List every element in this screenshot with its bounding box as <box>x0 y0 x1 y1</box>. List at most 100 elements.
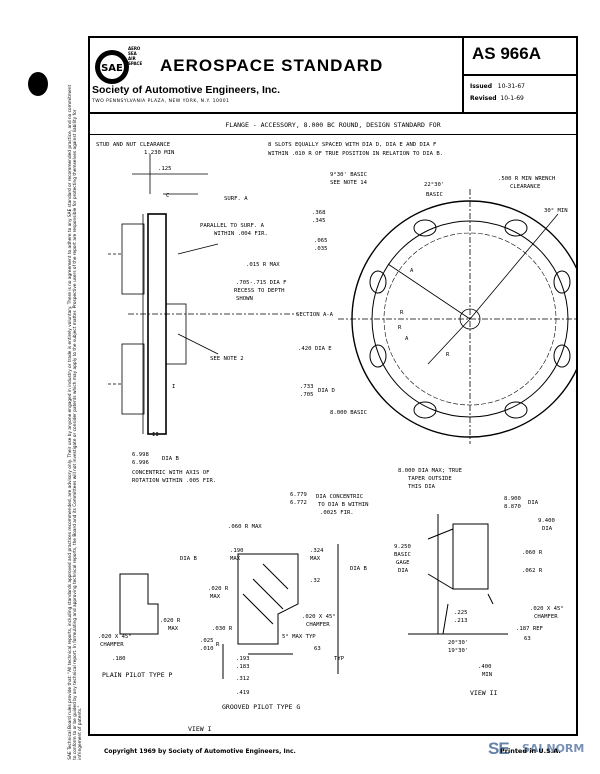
dim-label: .345 <box>312 218 326 224</box>
dim-label: 8.870 <box>504 504 521 510</box>
dim-label: CHAMFER <box>534 614 558 620</box>
revised-date: 10-1-69 <box>500 95 524 102</box>
printed-in-usa: Printed in U.S.A. <box>500 747 561 755</box>
dim-label: 9°30' BASIC <box>330 172 368 178</box>
dim-label: BASIC <box>426 192 443 198</box>
dim-label: 19°30' <box>448 648 469 654</box>
side-view <box>108 154 298 435</box>
dim-label: .035 <box>314 246 328 252</box>
dim-label: .010 <box>200 646 214 652</box>
dim-label: C <box>166 193 170 199</box>
dim-label: SECTION A-A <box>296 312 334 318</box>
dim-label: DIA D <box>318 388 335 394</box>
dim-label: .312 <box>236 676 250 682</box>
dim-label: THIS DIA <box>408 484 435 490</box>
dim-label: 9.250 <box>394 544 411 550</box>
dim-label: .125 <box>158 166 172 172</box>
dim-label: 8.000 DIA MAX; TRUE <box>398 468 462 474</box>
dim-label: .062 R <box>522 568 543 574</box>
docno-divider <box>464 74 578 76</box>
punch-hole-mark <box>28 72 48 96</box>
document-number: AS 966A <box>472 44 541 63</box>
engineering-drawing <box>108 154 578 679</box>
logo-word: SEA <box>128 51 137 56</box>
dim-label: 6.772 <box>290 500 307 506</box>
dim-label: SEE NOTE 2 <box>210 356 244 362</box>
dim-label: MAX <box>168 626 179 632</box>
dim-label: MIN <box>482 672 493 678</box>
dim-label: DIA B <box>350 566 367 572</box>
dim-label: .32 <box>310 578 321 584</box>
dim-label: .324 <box>310 548 324 554</box>
dim-label: 22°30' <box>424 182 445 188</box>
dim-label: .187 REF <box>516 626 543 632</box>
header-divider <box>462 36 464 112</box>
dim-label: 20°30' <box>448 640 469 646</box>
dim-label: WITHIN .004 FIR. <box>214 231 268 237</box>
dim-label: .705-.715 DIA F <box>236 280 287 286</box>
dim-label: BASIC <box>394 552 411 558</box>
dim-label: .183 <box>236 664 250 670</box>
dim-label: GAGE <box>396 560 410 566</box>
dim-label: .213 <box>454 618 468 624</box>
watermark-logo: SE <box>488 739 510 758</box>
dim-label: .060 R MAX <box>228 524 262 530</box>
dim-label: DIA <box>398 568 409 574</box>
dim-label: 8.900 <box>504 496 521 502</box>
copyright-line: Copyright 1969 by Society of Automotive … <box>104 748 296 755</box>
dim-label: .015 R MAX <box>246 262 280 268</box>
logo-word: SPACE <box>128 61 143 66</box>
dim-label: TYP <box>334 656 345 662</box>
dim-label: .225 <box>454 610 468 616</box>
dim-label: .020 R <box>160 618 181 624</box>
dim-label: MAX <box>310 556 321 562</box>
logo-words: AERO SEA AIR SPACE <box>128 46 142 66</box>
dim-label: ROTATION WITHIN .005 FIR. <box>132 478 217 484</box>
logo-word: AIR <box>128 56 136 61</box>
dim-label: .020 R <box>208 586 229 592</box>
issued-date: 10-31-67 <box>497 83 525 90</box>
dim-label: 30° MIN <box>544 208 568 214</box>
dim-label: CONCENTRIC WITH AXIS OF <box>132 470 210 476</box>
dim-label: .368 <box>312 210 326 216</box>
dim-label: .190 <box>230 548 244 554</box>
dim-label: .420 DIA E <box>298 346 332 352</box>
dim-label: .193 <box>236 656 250 662</box>
dim-label: .419 <box>236 690 250 696</box>
dim-label: II <box>152 432 159 438</box>
dim-label: SEE NOTE 14 <box>330 180 368 186</box>
dim-label: CLEARANCE <box>510 184 541 190</box>
legal-disclaimer: SAE Technical Board rules provide that: … <box>68 84 84 760</box>
dim-label: .180 <box>112 656 126 662</box>
sae-logo-icon: SAE <box>95 50 129 84</box>
dim-label: 8.000 BASIC <box>330 410 368 416</box>
dim-label: DIA B <box>180 556 197 562</box>
dim-label: DIA <box>542 526 553 532</box>
dim-label: 8 SLOTS EQUALLY SPACED WITH DIA D, DIA E… <box>268 142 437 148</box>
dim-label: R <box>446 352 450 358</box>
front-view-flange <box>338 189 578 444</box>
caption-view-ii: VIEW II <box>470 689 498 697</box>
dim-label: 5° MAX TYP <box>282 634 316 640</box>
dim-label: DIA CONCENTRIC <box>316 494 364 500</box>
dim-label: .020 X 45° <box>98 634 132 640</box>
society-address: TWO PENNSYLVANIA PLAZA, NEW YORK, N.Y. 1… <box>92 99 230 104</box>
dim-label: SURF. A <box>224 196 248 202</box>
dim-label: 63 <box>314 646 321 652</box>
dim-label: WITHIN .010 R OF TRUE POSITION IN RELATI… <box>268 151 444 157</box>
dim-label: .0025 FIR. <box>320 510 354 516</box>
dim-label: DIA B <box>162 456 179 462</box>
dim-label: I <box>172 384 176 390</box>
dim-label: .060 R <box>522 550 543 556</box>
dim-label: 1.230 MIN <box>144 150 175 156</box>
logo-word: AERO <box>128 46 141 51</box>
watermark-text: SAI NORM <box>522 742 585 755</box>
dim-label: PARALLEL TO SURF. A <box>200 223 264 229</box>
dim-label: 63 <box>524 636 531 642</box>
dim-label: R <box>400 310 404 316</box>
dim-label: 6.998 <box>132 452 149 458</box>
dim-label: TAPER OUTSIDE <box>408 476 452 482</box>
dim-label: .020 X 45° <box>302 614 336 620</box>
dim-label: 6.996 <box>132 460 149 466</box>
page-border <box>88 36 578 736</box>
